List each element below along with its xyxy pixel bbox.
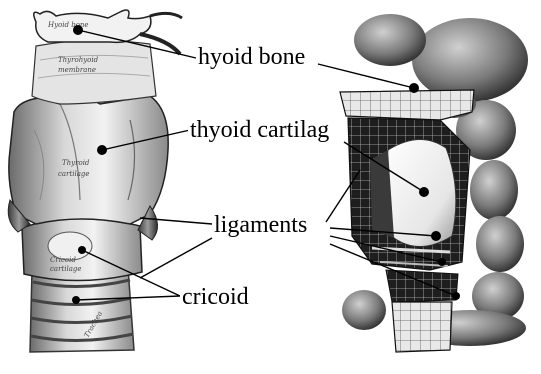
engraving-cricoid-text-2: cartilage: [50, 265, 82, 273]
label-hyoid-bone: hyoid bone: [196, 44, 307, 70]
engraving-membrane-text-1: Thyrohyoid: [58, 56, 99, 64]
engraving-membrane-text-2: membrane: [58, 66, 96, 74]
engraved-larynx-drawing: Hyoid bone Thyrohyoid membrane Thyroid c…: [8, 10, 182, 352]
engraving-thyroid-text-2: cartilage: [58, 170, 90, 178]
rendered-larynx-model: [340, 14, 528, 352]
engraving-thyroid-text-1: Thyroid: [62, 159, 90, 167]
engraving-cricoid-text-1: Cricoid: [50, 256, 76, 264]
label-thyroid-cartilage: thyoid cartilag: [188, 117, 331, 143]
label-cricoid: cricoid: [180, 284, 251, 310]
label-ligaments: ligaments: [212, 212, 309, 238]
